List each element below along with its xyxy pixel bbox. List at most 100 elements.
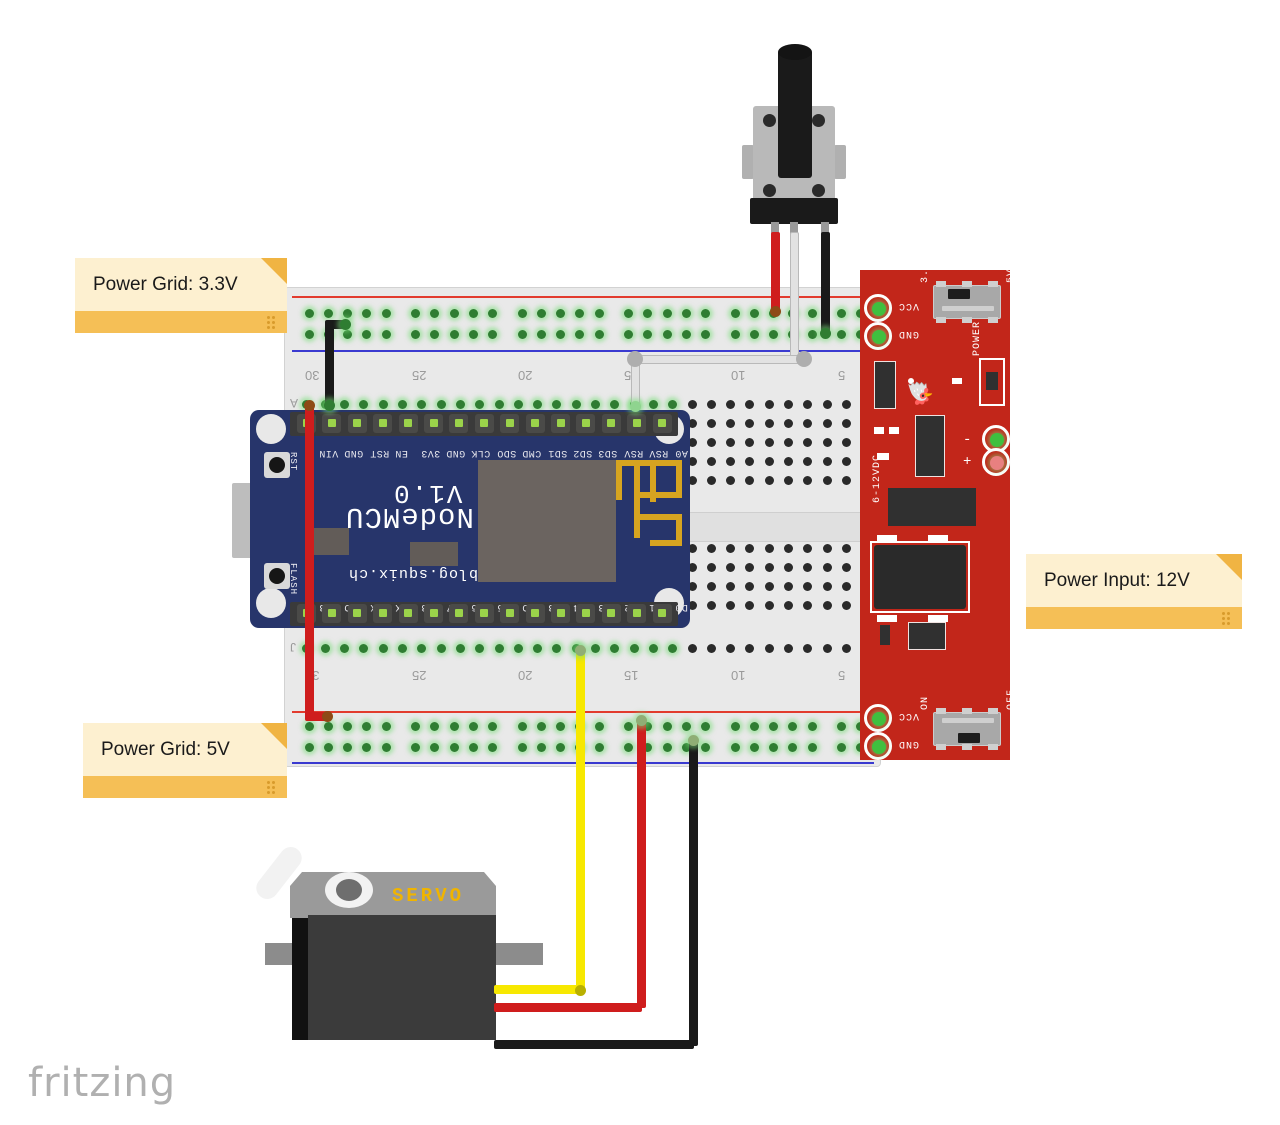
breadboard-rail-hole[interactable] [807,742,817,752]
breadboard-rail-hole[interactable] [681,308,691,318]
breadboard-hole[interactable] [687,437,697,447]
breadboard-hole[interactable] [687,543,697,553]
breadboard-rail-hole[interactable] [343,329,353,339]
breadboard-rail-hole[interactable] [681,742,691,752]
breadboard-rail-hole[interactable] [517,329,527,339]
breadboard-rail-hole[interactable] [681,721,691,731]
breadboard-hole-row-a[interactable] [513,399,523,409]
breadboard-rail-hole[interactable] [430,329,440,339]
breadboard-hole[interactable] [764,562,774,572]
breadboard-rail-hole[interactable] [730,329,740,339]
breadboard-hole-row-j[interactable] [629,643,639,653]
breadboard-hole[interactable] [841,418,851,428]
breadboard-hole[interactable] [784,456,793,466]
breadboard-hole-row-j[interactable] [320,643,330,653]
breadboard-hole[interactable] [841,543,851,553]
breadboard-rail-hole[interactable] [488,721,498,731]
breadboard-hole[interactable] [803,600,813,610]
breadboard-rail-hole[interactable] [343,308,353,318]
breadboard-hole[interactable] [687,562,697,572]
breadboard-rail-hole[interactable] [517,742,527,752]
breadboard-hole[interactable] [745,543,755,553]
breadboard-rail-hole[interactable] [681,329,691,339]
breadboard-hole[interactable] [822,600,832,610]
breadboard-hole[interactable] [822,543,832,553]
breadboard-hole-row-a[interactable] [591,399,600,409]
breadboard-hole-row-a[interactable] [841,399,851,409]
breadboard-rail-hole[interactable] [788,721,798,731]
servo-power-wire-v[interactable] [637,718,646,1008]
breadboard-rail-hole[interactable] [517,308,527,318]
breadboard-hole[interactable] [822,562,832,572]
breadboard-rail-hole[interactable] [575,329,585,339]
breadboard-hole[interactable] [706,581,716,591]
breadboard-rail-hole[interactable] [556,721,566,731]
breadboard-hole[interactable] [764,475,774,485]
breadboard-rail-hole[interactable] [807,308,817,318]
breadboard-rail-hole[interactable] [769,742,779,752]
breadboard-hole[interactable] [803,562,813,572]
breadboard-hole-row-a[interactable] [533,399,543,409]
breadboard-hole-row-j[interactable] [552,643,562,653]
breadboard-hole-row-a[interactable] [726,399,736,409]
power-module-bottom-gnd-pad[interactable] [864,732,892,760]
breadboard-hole-row-a[interactable] [475,399,485,409]
breadboard-hole[interactable] [745,456,755,466]
breadboard-hole-row-j[interactable] [841,643,851,653]
servo-body[interactable] [308,915,496,1040]
potentiometer-shaft[interactable] [778,50,812,178]
breadboard-hole-row-a[interactable] [398,399,407,409]
breadboard-hole[interactable] [764,437,774,447]
breadboard-rail-hole[interactable] [362,329,372,339]
breadboard-rail-hole[interactable] [362,721,372,731]
breadboard-rail-hole[interactable] [381,742,391,752]
breadboard-hole[interactable] [687,418,697,428]
breadboard-hole[interactable] [764,581,774,591]
breadboard-rail-hole[interactable] [701,329,711,339]
note-33v[interactable]: Power Grid: 3.3V [75,258,287,333]
breadboard-rail-hole[interactable] [381,721,391,731]
breadboard-hole[interactable] [706,600,716,610]
breadboard-hole-row-j[interactable] [610,643,620,653]
breadboard-hole[interactable] [784,562,793,572]
breadboard-rail-hole[interactable] [323,308,333,318]
breadboard-hole[interactable] [687,600,697,610]
breadboard-hole[interactable] [726,456,736,466]
breadboard-hole[interactable] [687,581,697,591]
breadboard-hole-row-j[interactable] [417,643,427,653]
breadboard-rail-hole[interactable] [624,742,633,752]
breadboard-hole-row-j[interactable] [706,643,716,653]
breadboard-hole-row-j[interactable] [764,643,774,653]
breadboard-rail-hole[interactable] [449,742,459,752]
breadboard-rail-hole[interactable] [517,721,527,731]
breadboard-hole-row-j[interactable] [687,643,697,653]
breadboard-hole[interactable] [687,456,697,466]
breadboard-rail-hole[interactable] [411,742,420,752]
breadboard-rail-hole[interactable] [624,721,633,731]
breadboard-hole[interactable] [803,581,813,591]
breadboard-rail-hole[interactable] [837,308,846,318]
breadboard-rail-hole[interactable] [536,721,546,731]
note-resize-grip[interactable] [267,316,279,329]
power-output-plus-pad[interactable] [982,448,1010,476]
breadboard-rail-hole[interactable] [304,721,314,731]
breadboard-hole[interactable] [841,600,851,610]
servo-ground-wire-v[interactable] [689,738,698,1046]
breadboard-rail-hole[interactable] [323,721,333,731]
breadboard-hole[interactable] [706,475,716,485]
breadboard-rail-hole[interactable] [488,742,498,752]
breadboard-rail-hole[interactable] [807,329,817,339]
breadboard-rail-hole[interactable] [769,721,779,731]
breadboard-hole-row-j[interactable] [591,643,600,653]
breadboard-hole[interactable] [764,600,774,610]
breadboard-rail-hole[interactable] [769,329,779,339]
breadboard-hole[interactable] [841,456,851,466]
breadboard-rail-hole[interactable] [701,308,711,318]
power-module-bottom-vcc-pad[interactable] [864,704,892,732]
breadboard-rail-hole[interactable] [701,742,711,752]
breadboard-rail-hole[interactable] [643,742,653,752]
breadboard-hole[interactable] [706,437,716,447]
breadboard-rail-hole[interactable] [749,742,759,752]
servo-ground-wire-h[interactable] [494,1040,694,1049]
breadboard-rail-hole[interactable] [788,742,798,752]
